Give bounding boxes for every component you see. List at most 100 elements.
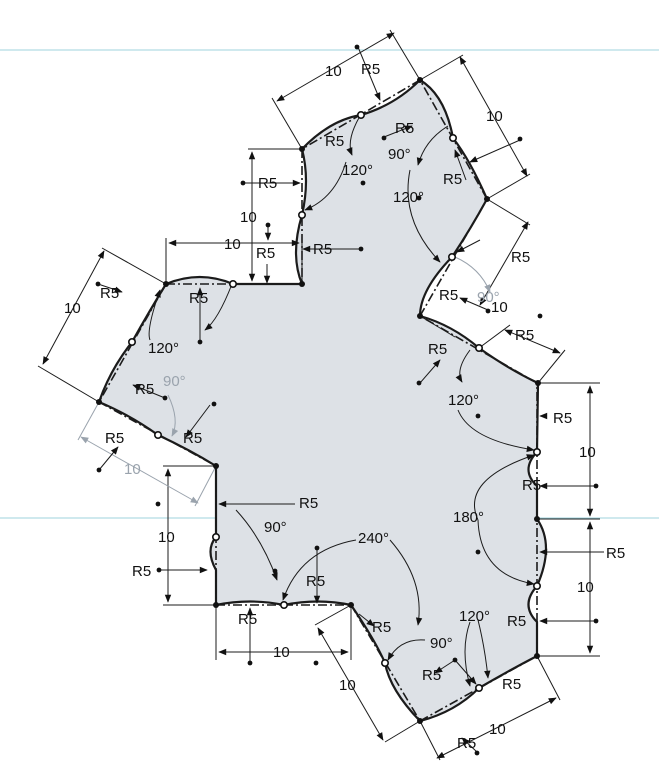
dim-radius[interactable]: R5 [313,241,332,258]
dim-radius[interactable]: R5 [553,410,572,427]
sketch-point[interactable] [474,683,483,692]
sketch-point[interactable] [417,313,423,319]
sketch-point[interactable] [537,313,543,319]
sketch-point[interactable] [381,135,387,141]
sketch-point[interactable] [229,279,238,288]
sketch-point[interactable] [299,281,305,287]
sketch-point[interactable] [475,413,481,419]
sketch-point[interactable] [416,195,422,201]
sketch-point[interactable] [299,146,305,152]
sketch-point[interactable] [265,222,271,228]
sketch-point[interactable] [163,281,169,287]
dim-length-left-upper[interactable]: 10 [64,300,81,317]
dim-radius[interactable]: R5 [606,545,625,562]
sketch-point[interactable] [380,658,389,667]
dim-angle-90[interactable]: 90° [388,146,411,163]
sketch-point[interactable] [96,399,102,405]
dim-radius[interactable]: R5 [258,175,277,192]
dim-length-upper-vertical[interactable]: 10 [240,209,257,226]
dim-length-bottom[interactable]: 10 [273,644,290,661]
sketch-point[interactable] [360,180,366,186]
sketch-point[interactable] [348,602,354,608]
dim-length-right-vertical-lower[interactable]: 10 [577,579,594,596]
sketch-point[interactable] [240,180,246,186]
sketch-point[interactable] [212,532,221,541]
sketch-point[interactable] [128,337,137,346]
dim-radius[interactable]: R5 [522,477,541,494]
dim-radius[interactable]: R5 [105,430,124,447]
dim-length-left-vertical[interactable]: 10 [158,529,175,546]
sketch-point[interactable] [593,483,599,489]
sketch-point[interactable] [534,653,540,659]
dim-radius[interactable]: R5 [361,61,380,78]
dim-radius[interactable]: R5 [100,285,119,302]
dim-angle-120[interactable]: 120° [342,162,373,179]
sketch-point[interactable] [313,660,319,666]
sketch-point[interactable] [358,246,364,252]
dim-length-right-upper[interactable]: 10 [491,299,508,316]
dim-radius[interactable]: R5 [502,676,521,693]
dim-angle-90[interactable]: 90° [264,519,287,536]
sketch-point[interactable] [417,718,423,724]
dim-radius[interactable]: R5 [372,619,391,636]
sketch-point[interactable] [517,136,523,142]
dim-angle-120[interactable]: 120° [448,392,479,409]
dim-radius[interactable]: R5 [511,249,530,266]
sketch-point[interactable] [593,618,599,624]
sketch-point[interactable] [279,600,288,609]
dim-radius[interactable]: R5 [395,120,414,137]
dim-length-right-vertical-upper[interactable]: 10 [579,444,596,461]
sketch-point[interactable] [475,549,481,555]
sketch-point[interactable] [354,44,360,50]
dim-length-top-right[interactable]: 10 [486,108,503,125]
sketch-point[interactable] [474,750,480,756]
dim-radius[interactable]: R5 [135,381,154,398]
sketch-point[interactable] [154,430,163,439]
sketch-point[interactable] [162,395,168,401]
dim-length-top[interactable]: 10 [325,63,342,80]
dim-radius[interactable]: R5 [515,327,534,344]
dim-angle-120[interactable]: 120° [148,340,179,357]
dim-angle-90[interactable]: 90° [477,289,500,306]
sketch-point[interactable] [211,401,217,407]
dim-angle-90[interactable]: 90° [430,635,453,652]
dim-radius[interactable]: R5 [183,430,202,447]
sketch-point[interactable] [155,501,161,507]
sketch-point[interactable] [485,308,491,314]
sketch-point[interactable] [484,196,490,202]
sketch-point[interactable] [247,660,253,666]
dim-radius[interactable]: R5 [422,667,441,684]
sketch-point[interactable] [314,545,320,551]
sketch-point[interactable] [272,568,278,574]
sketch-point[interactable] [447,253,456,262]
dim-length-bottom-right[interactable]: 10 [489,721,506,738]
sketch-point[interactable] [417,77,423,83]
sketch-point[interactable] [532,581,541,590]
sketch-point[interactable] [96,467,102,473]
dim-angle-90[interactable]: 90° [163,373,186,390]
dim-radius[interactable]: R5 [256,245,275,262]
dim-radius[interactable]: R5 [132,563,151,580]
dim-radius[interactable]: R5 [507,613,526,630]
dim-radius[interactable]: R5 [457,735,476,752]
sketch-point[interactable] [156,567,162,573]
dim-angle-180[interactable]: 180° [453,509,484,526]
dim-angle-120[interactable]: 120° [393,189,424,206]
dim-radius[interactable]: R5 [428,341,447,358]
dim-angle-120[interactable]: 120° [459,608,490,625]
dim-length-top-left[interactable]: 10 [224,236,241,253]
dim-radius[interactable]: R5 [306,573,325,590]
sketch-point[interactable] [448,134,457,143]
dim-radius[interactable]: R5 [439,287,458,304]
sketch-points[interactable] [95,44,599,756]
dim-radius[interactable]: R5 [189,290,208,307]
sketch-point[interactable] [534,516,540,522]
sketch-point[interactable] [356,111,365,120]
sketch-point[interactable] [416,380,422,386]
dim-radius[interactable]: R5 [238,611,257,628]
sketch-point[interactable] [213,463,219,469]
sketch-point[interactable] [213,602,219,608]
dim-radius[interactable]: R5 [299,495,318,512]
sketch-point[interactable] [197,339,203,345]
